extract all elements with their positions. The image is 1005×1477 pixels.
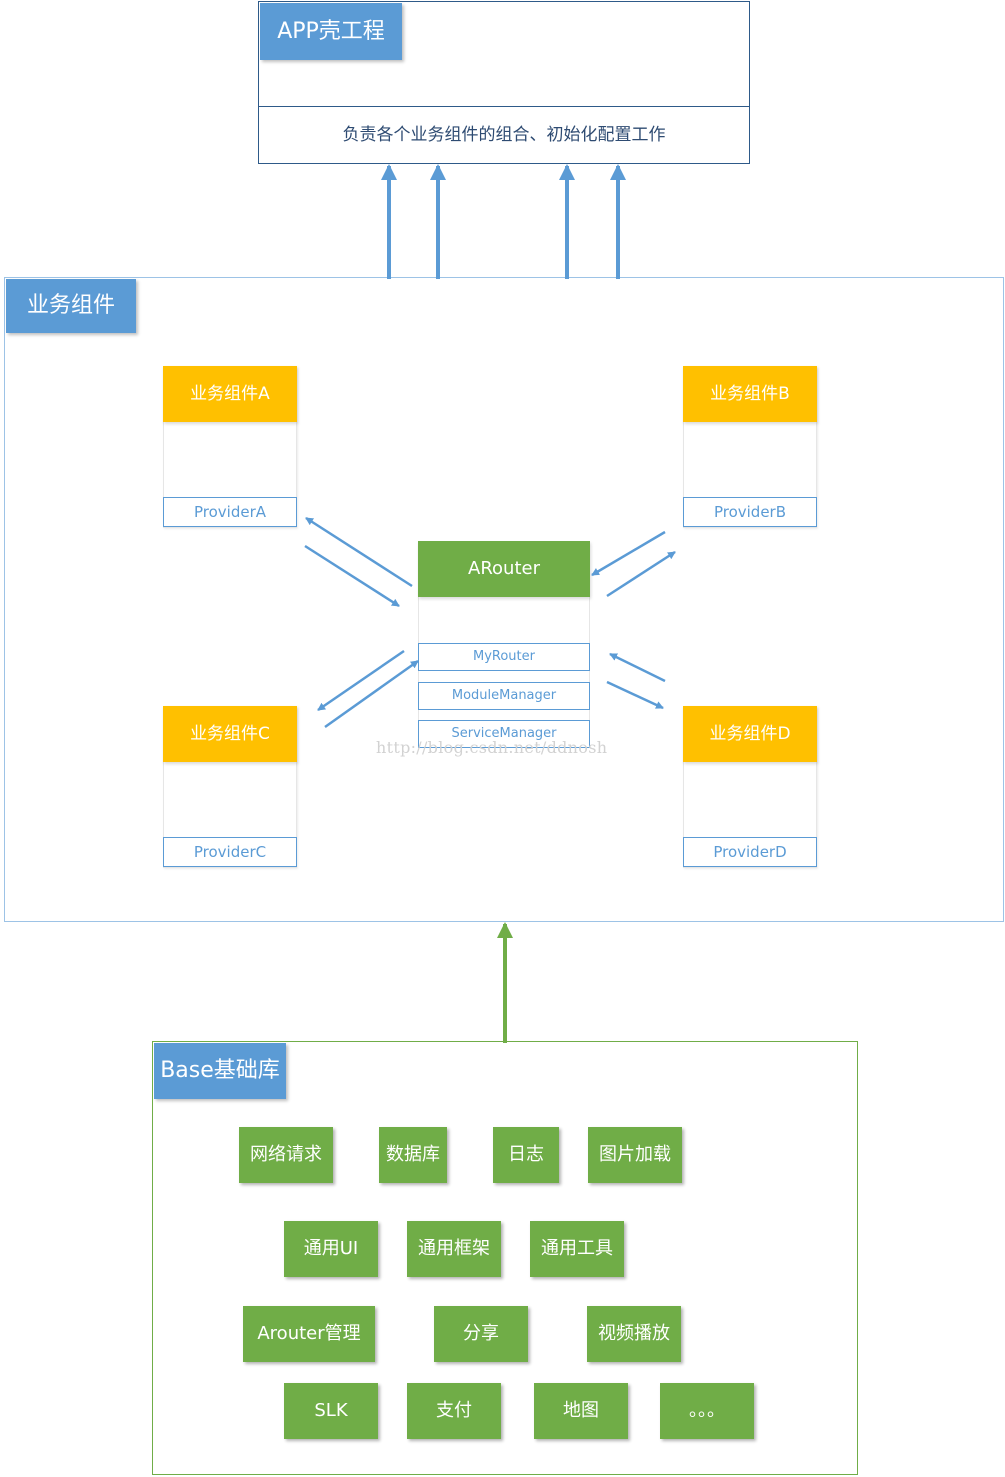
lib-arouter-management: Arouter管理 — [243, 1306, 375, 1362]
arrow-router-to-b — [606, 550, 676, 598]
arrow-a-to-router — [304, 544, 400, 608]
provider-d: ProviderD — [683, 837, 817, 867]
lib-map: 地图 — [534, 1383, 628, 1439]
component-d-title: 业务组件D — [683, 706, 817, 762]
lib-database: 数据库 — [379, 1127, 447, 1183]
router-item-modulemanager: ModuleManager — [418, 682, 590, 710]
provider-b: ProviderB — [683, 497, 817, 527]
component-a-title: 业务组件A — [163, 366, 297, 422]
lib-network: 网络请求 — [239, 1127, 333, 1183]
component-c-title: 业务组件C — [163, 706, 297, 762]
lib-image-loading: 图片加载 — [588, 1127, 682, 1183]
lib-common-ui: 通用UI — [284, 1221, 378, 1277]
app-shell-title: APP壳工程 — [260, 3, 402, 60]
provider-c: ProviderC — [163, 837, 297, 867]
router-item-servicemanager: ServiceManager — [418, 720, 590, 748]
arrow-router-to-a — [305, 516, 413, 588]
arouter-title: ARouter — [418, 541, 590, 597]
arrow-router-to-c — [317, 649, 405, 712]
arrow-c-to-router — [324, 659, 419, 729]
arrow-b-to-router — [591, 530, 666, 577]
app-shell-divider — [258, 106, 750, 107]
lib-common-framework: 通用框架 — [407, 1221, 501, 1277]
component-b-title: 业务组件B — [683, 366, 817, 422]
lib-share: 分享 — [434, 1306, 528, 1362]
arrow-d-to-router — [609, 652, 666, 683]
lib-payment: 支付 — [407, 1383, 501, 1439]
watermark-text: http://blog.csdn.net/ddnosh — [376, 738, 608, 757]
base-library-title: Base基础库 — [154, 1043, 286, 1099]
business-components-title: 业务组件 — [6, 279, 136, 333]
lib-more: 。。。 — [660, 1383, 754, 1439]
lib-video-playback: 视频播放 — [587, 1306, 681, 1362]
app-shell-description: 负责各个业务组件的组合、初始化配置工作 — [342, 125, 666, 145]
lib-log: 日志 — [493, 1127, 559, 1183]
provider-a: ProviderA — [163, 497, 297, 527]
router-item-myrouter: MyRouter — [418, 643, 590, 671]
arrow-router-to-d — [606, 680, 664, 710]
lib-slk: SLK — [284, 1383, 378, 1439]
lib-common-tools: 通用工具 — [530, 1221, 624, 1277]
